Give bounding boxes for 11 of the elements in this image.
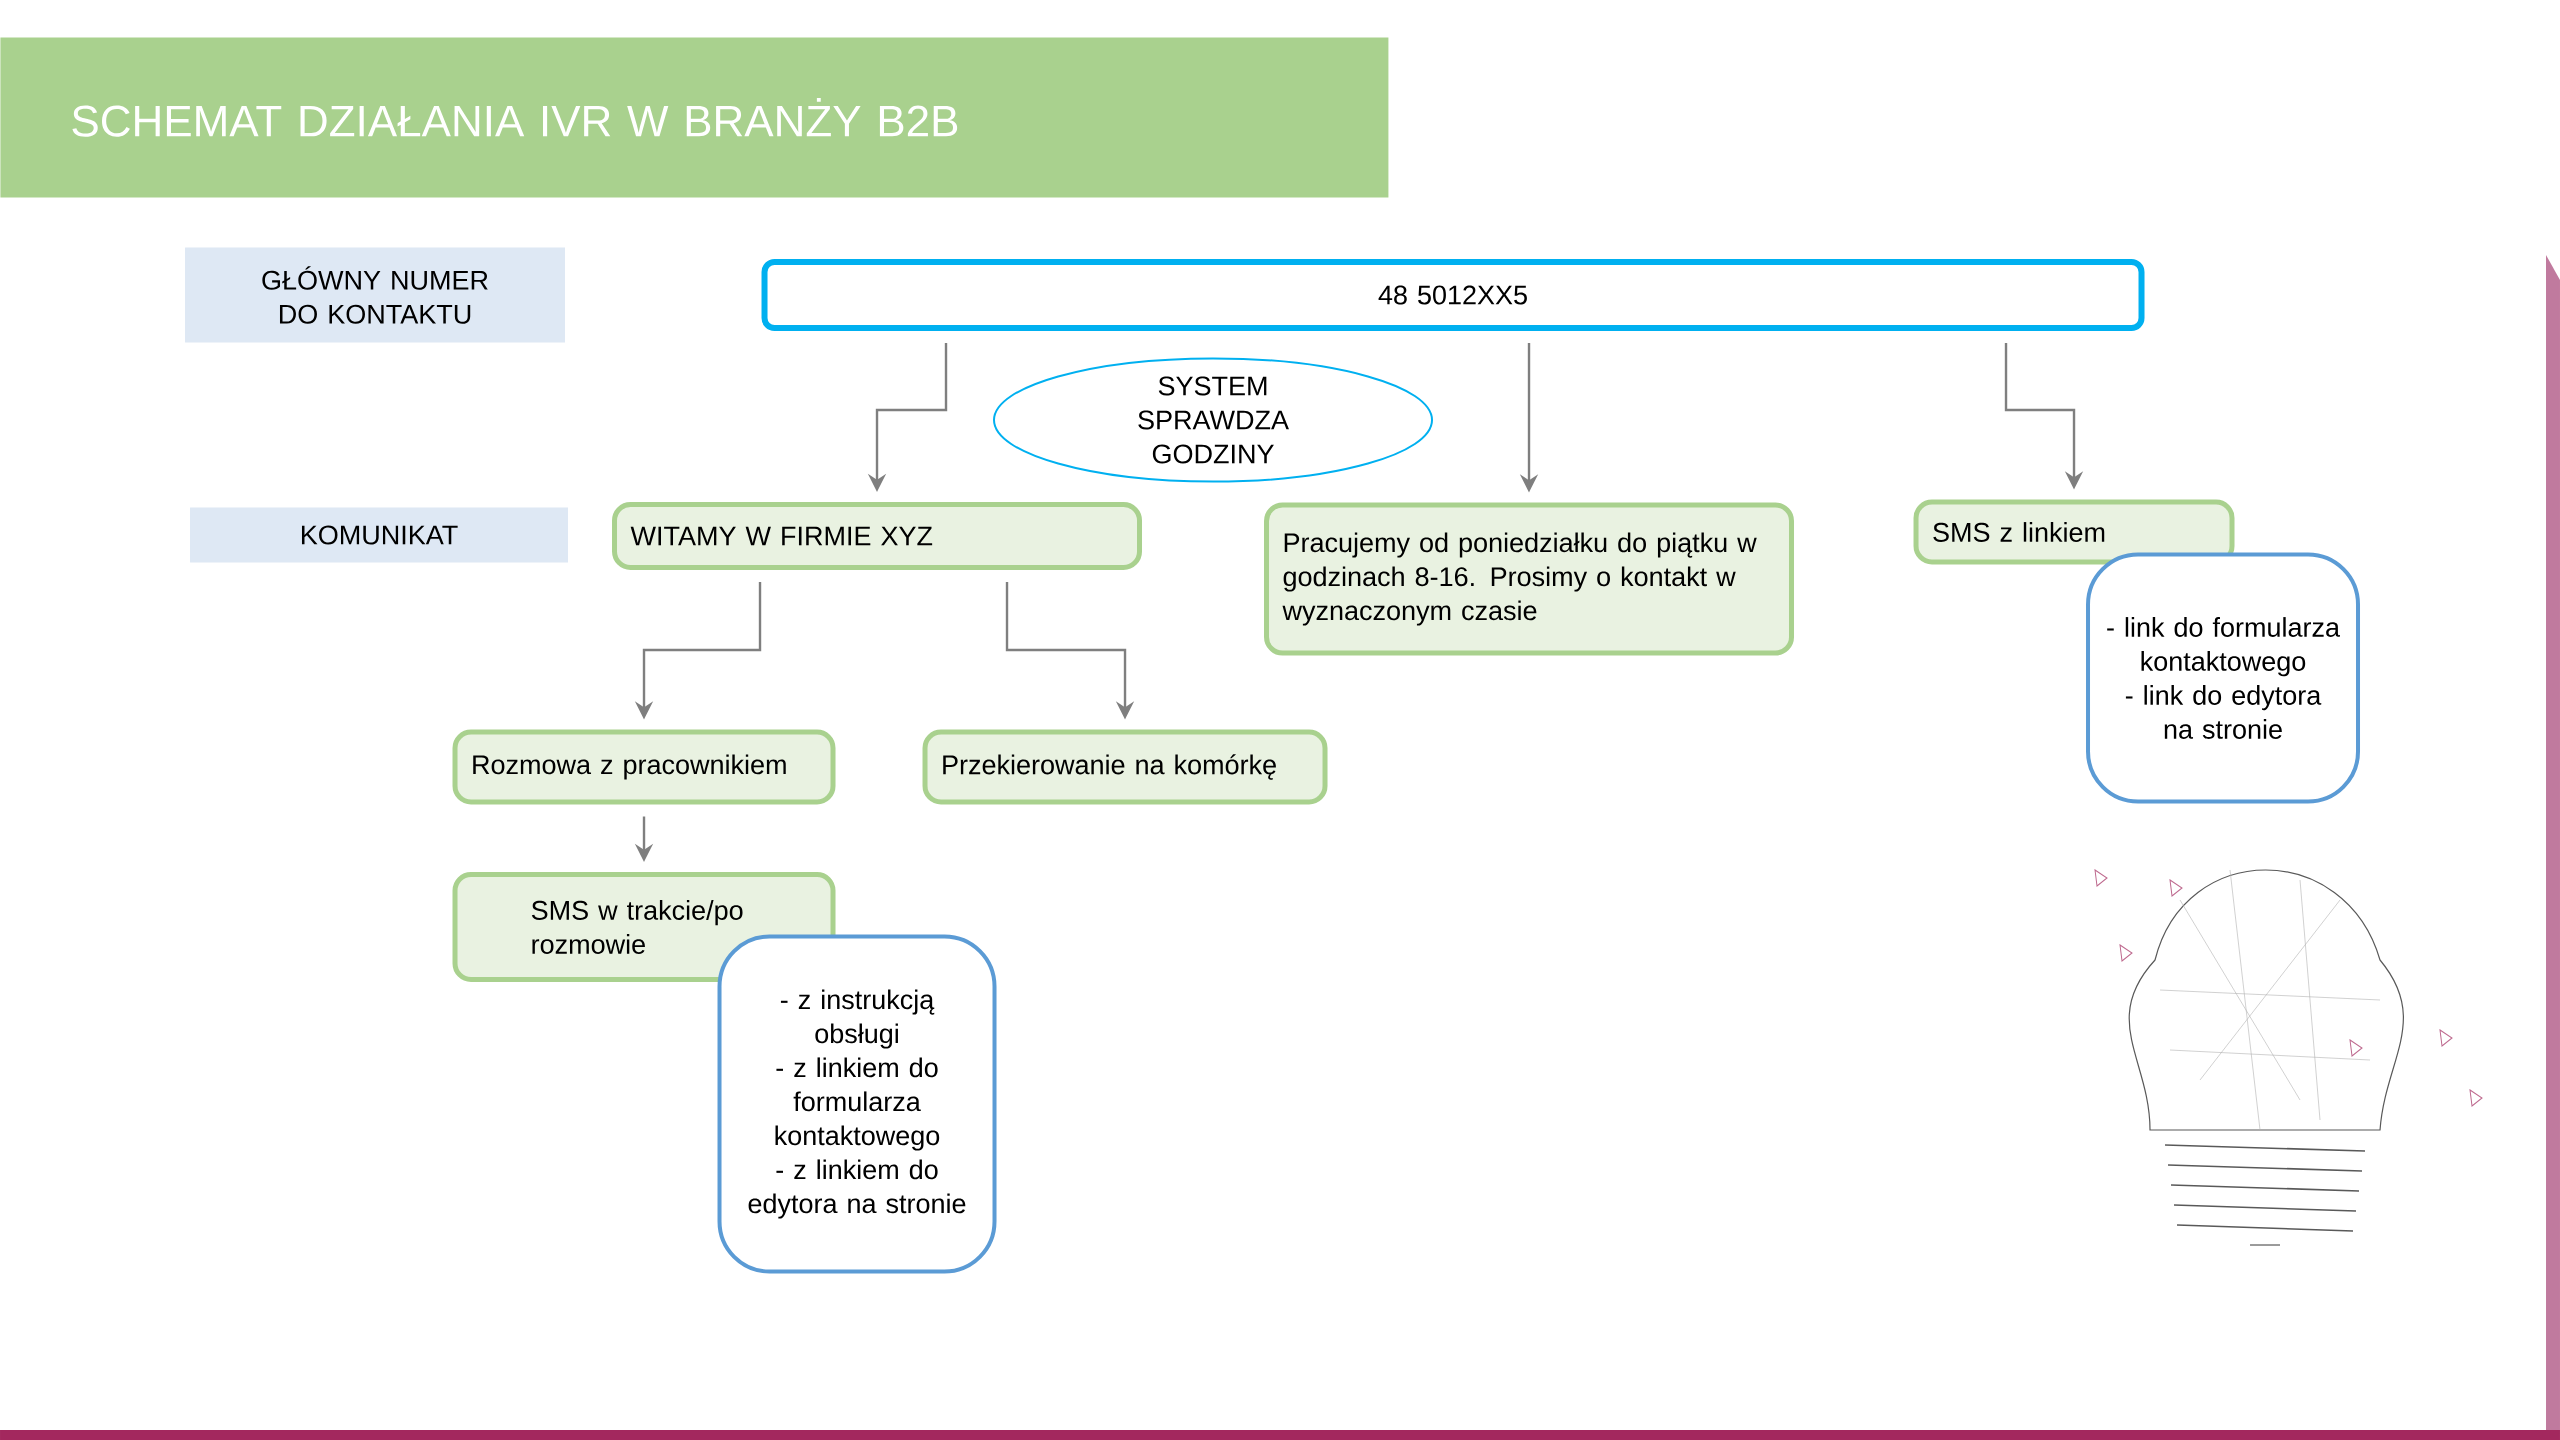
phone-number-box: 48 5012XX5 xyxy=(761,259,2145,331)
action-box: Rozmowa z pracownikiem xyxy=(452,729,836,805)
title-banner: SCHEMAT DZIAŁANIA IVR W BRANŻY B2B xyxy=(0,37,1389,198)
note-box: - z instrukcją obsługi - z linkiem do formularza kontaktowego - z linkiem do edytora na stronie xyxy=(717,934,997,1274)
label-box: KOMUNIKAT xyxy=(190,507,568,563)
action-box: Przekierowanie na komórkę xyxy=(922,729,1328,805)
message-box: WITAMY W FIRMIE XYZ xyxy=(612,502,1142,570)
note-box: - link do formularza kontaktowego - link do edytora na stronie xyxy=(2086,552,2360,804)
message-box: Pracujemy od poniedziałku do piątku w godzinach 8-16. Prosimy o kontakt w wyznaczonym czasie xyxy=(1264,502,1794,656)
message-box: SMS z linkiem xyxy=(1913,499,2235,565)
label-box: GŁÓWNY NUMER DO KONTAKTU xyxy=(185,247,565,343)
